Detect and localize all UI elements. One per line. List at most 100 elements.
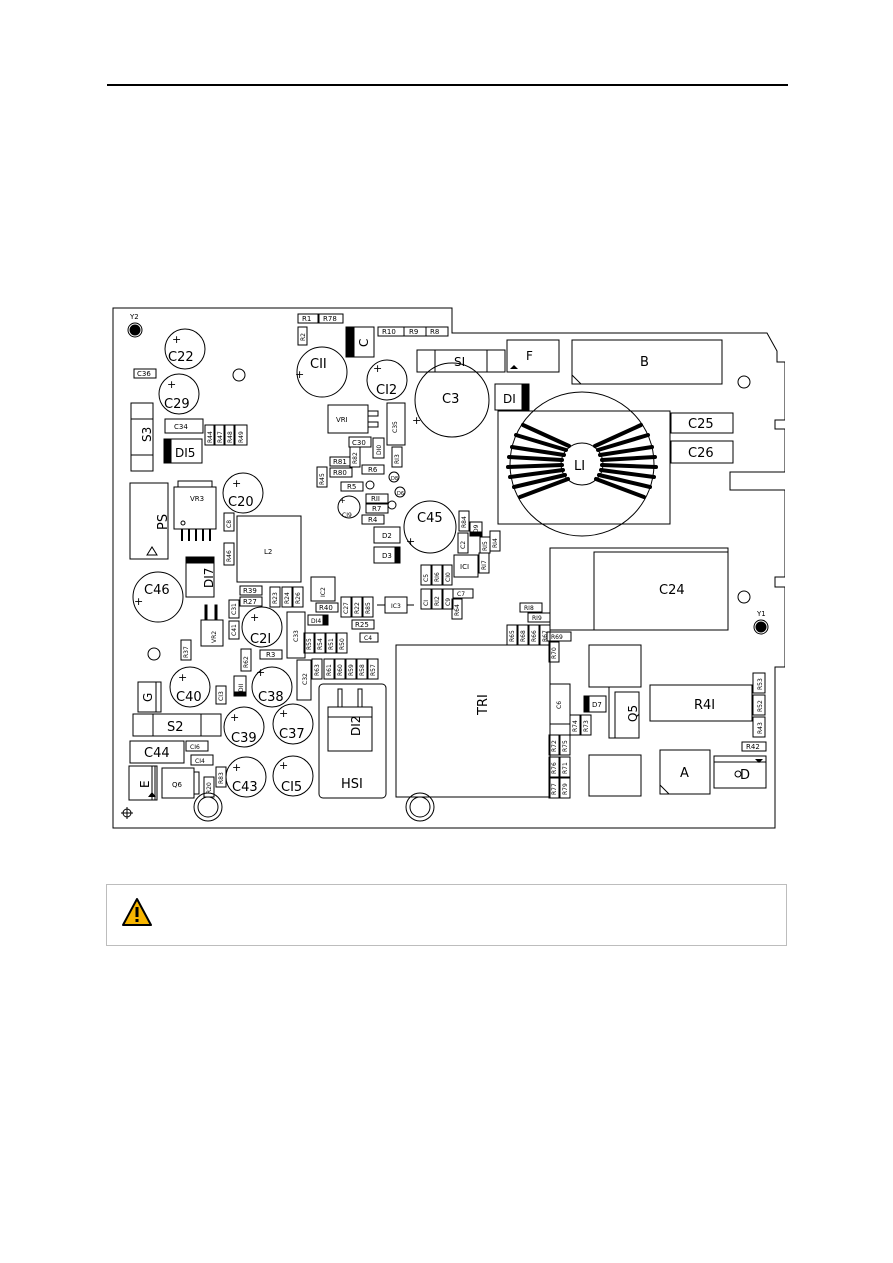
part-VR3 [173,486,217,530]
part-label: CI9 [342,512,352,519]
part-label: CI3 [218,691,225,701]
part-label: C9 [445,598,452,606]
part-label: RI8 [524,605,534,612]
part-D2 [373,526,401,544]
warning-triangle-icon [122,898,152,926]
part-label: R4 [368,516,378,524]
part-label: R58 [359,664,366,676]
part-label: RI3 [394,454,401,464]
svg-text:+: + [250,611,259,624]
part-R61 [323,658,335,680]
part-R55 [303,632,315,654]
part-C25 [670,412,734,434]
svg-text:+: + [178,671,187,684]
part-D10 [372,437,385,459]
part-R82 [349,446,361,468]
part-R73 [580,714,592,736]
part-label: R45 [319,473,326,485]
mounting-hole [737,375,751,389]
part-C12 [366,359,408,401]
svg-text:+: + [134,595,143,608]
part-label: D8 [391,476,398,482]
part-label: R47 [217,431,224,443]
part-R79 [559,777,571,799]
part-R63 [311,658,323,680]
part-C2 [457,532,469,554]
part-R54 [314,632,326,654]
part-R49 [234,424,248,446]
part-IC2 [310,576,336,602]
part-C29 [158,373,200,415]
q5-outline [608,687,621,739]
part-R26 [292,586,304,608]
part-Q5 [614,691,640,739]
part-label: C7 [457,591,465,598]
fiducial-y1: Y1 [753,610,769,635]
part-VR1 [327,404,369,434]
part-R72 [548,734,560,756]
part-label: R62 [243,656,250,668]
part-label: R5 [347,483,356,491]
part-label: C41 [231,624,238,636]
part-R23 [269,586,281,608]
part-label: C5 [423,574,430,582]
part-label: R82 [352,452,359,464]
part-label: LI [574,459,585,474]
part-label: SI [454,355,465,369]
mounting-hole [147,647,161,661]
part-C41 [228,620,240,640]
part-C36 [133,368,157,379]
part-label: R70 [551,647,558,659]
part-label: R54 [317,638,324,650]
svg-text:+: + [373,362,382,375]
part-C43 [225,756,267,798]
part-label: C3 [442,392,459,407]
part-label: R27 [243,598,257,606]
part-label: HSI [341,777,363,792]
svg-text:+: + [230,711,239,724]
part-R39 [239,585,263,596]
part-C39 [223,706,265,748]
svg-text:+: + [295,368,304,381]
part-label: R76 [551,762,558,774]
part-HS1 [318,683,387,799]
part-R18 [519,602,543,613]
part-label: CII [310,357,327,372]
svg-text:+: + [172,333,181,346]
part-R48 [224,424,235,446]
svg-text:+: + [232,477,241,490]
part-label: DII [238,684,245,692]
part-L2 [236,515,302,583]
part-R14 [489,530,501,552]
part-label: RI2 [434,596,441,606]
part-C34 [164,418,204,434]
part-label: F [526,349,533,363]
part-R74 [569,714,581,736]
part-C26 [670,440,734,464]
part-label: CI5 [281,780,302,795]
part-label: R51 [328,638,335,650]
part-label: C38 [258,690,284,705]
part-label: RI5 [482,541,489,551]
part-R41 [649,684,753,722]
part-D6 [394,486,406,498]
part-label: R81 [333,458,347,466]
part-label: VR3 [190,495,204,503]
part-R25 [351,619,375,630]
part-label: R24 [284,592,291,604]
part-C1 [420,588,432,610]
part-label: C22 [168,350,194,365]
part-label: D2 [382,532,392,540]
part-R24 [281,586,293,608]
part-label: L2 [264,548,272,556]
part-label: R63 [314,664,321,676]
board-outline [112,307,785,829]
svg-text:+: + [279,759,288,772]
part-label: IC2 [320,587,327,597]
part-label: C35 [392,421,399,433]
part-label: C37 [279,727,305,742]
part-R42 [741,741,767,752]
part-label: C2 [460,541,467,549]
part-label: Y2 [129,313,139,321]
vr3-pins [181,529,211,541]
